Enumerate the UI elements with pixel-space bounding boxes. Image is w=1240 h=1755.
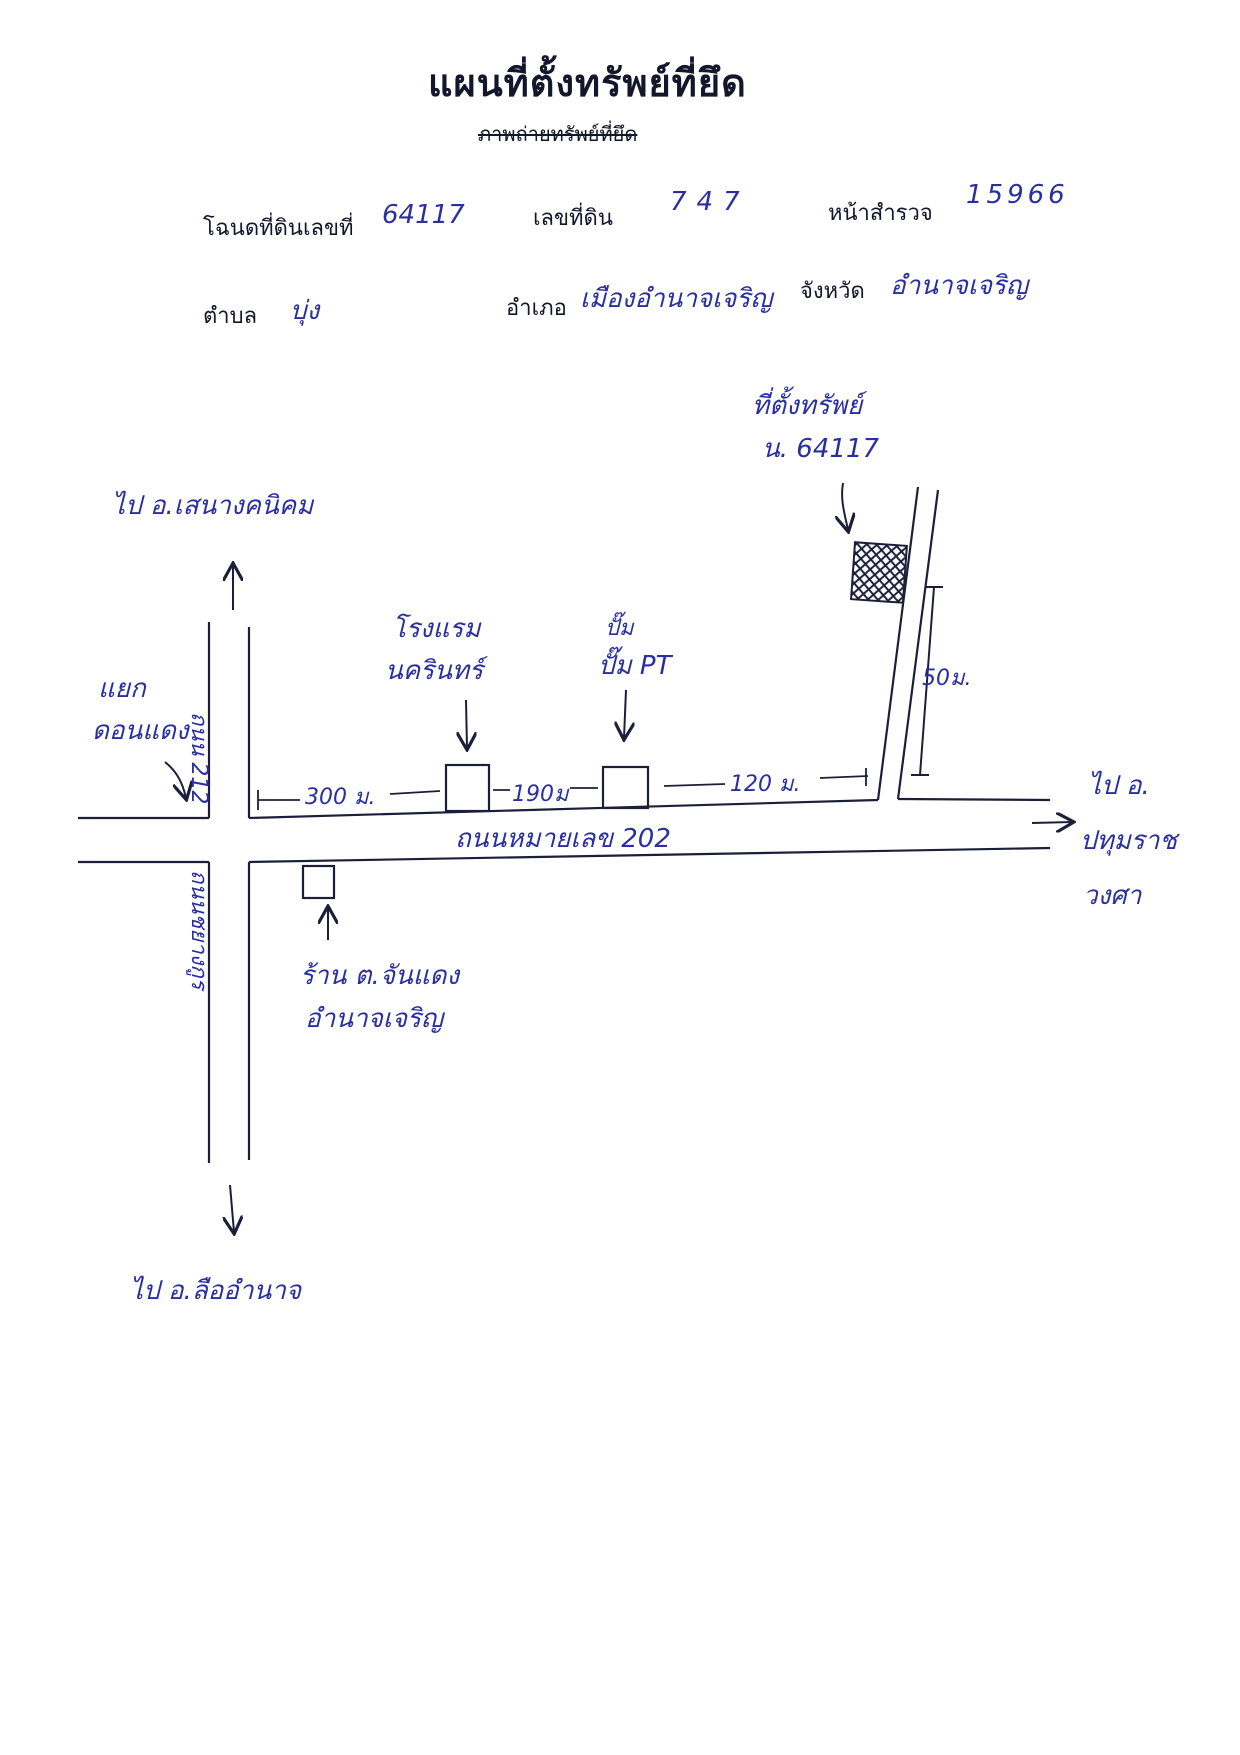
- page-title: แผนที่ตั้งทรัพย์ที่ยึด: [428, 61, 747, 105]
- hotel-marker: [444, 763, 491, 813]
- junction-label-line2: ดอนแดง: [92, 716, 189, 746]
- to-south-label: ไป อ.ลืออำนาจ: [130, 1276, 302, 1306]
- main-road-top-far-east: [897, 797, 1051, 802]
- tambon-label: ตำบล: [203, 304, 258, 329]
- amphoe-label: อำเภอ: [506, 296, 567, 321]
- dim-50m-line: [919, 586, 935, 776]
- distance-120m: 120 ม.: [730, 772, 801, 797]
- amphoe-value: เมืองอำนาจเจริญ: [580, 284, 773, 314]
- land-no-value: 747: [670, 187, 750, 217]
- junction-label-line1: แยก: [98, 674, 146, 704]
- to-east-label-line2: ปทุมราช: [1080, 826, 1177, 856]
- distance-190m: 190ม: [512, 782, 569, 807]
- distance-300m: 300 ม.: [305, 785, 376, 810]
- south-arrow: [230, 1184, 234, 1232]
- survey-label: หน้าสำรวจ: [828, 201, 933, 226]
- pump-label-line1: ปั๊ม: [605, 616, 634, 641]
- to-east-label-line3: วงศา: [1083, 881, 1142, 911]
- pump-arrow: [624, 689, 626, 738]
- province-value: อำนาจเจริญ: [890, 271, 1029, 301]
- distance-50m: 50ม.: [922, 666, 972, 691]
- hotel-arrow: [466, 699, 467, 748]
- east-arrow: [1031, 822, 1072, 823]
- shop-label-line2: อำนาจเจริญ: [305, 1004, 444, 1034]
- shop-label-line1: ร้าน ต.จันแดง: [300, 961, 460, 991]
- hotel-label-line2: นครินทร์: [385, 656, 484, 686]
- survey-value: 15966: [966, 180, 1069, 210]
- pump-marker: [601, 765, 650, 810]
- junction-arrow: [164, 761, 186, 798]
- dim-300-right: [389, 790, 441, 795]
- land-no-label: เลขที่ดิน: [533, 206, 613, 231]
- struck-subtitle: ภาพถ่ายทรัพย์ที่ยึด: [478, 122, 638, 146]
- deed-label: โฉนดที่ดินเลขที่: [203, 216, 354, 241]
- hotel-label-line1: โรงแรม: [392, 614, 481, 644]
- property-label-line1: ที่ตั้งทรัพย์: [752, 391, 863, 421]
- pump-label-line2: ปั๊ม PT: [598, 651, 672, 681]
- property-pointer-arrow: [842, 482, 848, 530]
- to-north-label: ไป อ.เสนางคนิคม: [112, 491, 314, 521]
- tambon-value: บุ่ง: [290, 296, 320, 326]
- dim-120-left: [663, 783, 726, 787]
- main-road-label: ถนนหมายเลข 202: [455, 824, 671, 854]
- province-label: จังหวัด: [800, 279, 865, 304]
- deed-value: 64117: [382, 200, 465, 230]
- shop-marker: [301, 864, 336, 900]
- dim-120-right: [819, 775, 869, 779]
- vertical-road-upper-label: ถนน 212: [186, 712, 211, 805]
- side-road-left-edge: [876, 486, 920, 801]
- vertical-road-lower-label: ถนนชยางกูร: [186, 870, 211, 990]
- side-road-right-edge: [896, 489, 940, 800]
- main-road-bottom-east: [248, 846, 1051, 864]
- to-east-label-line1: ไป อ.: [1088, 771, 1150, 801]
- main-road-top-east: [248, 798, 879, 820]
- property-label-line2: น. 64117: [762, 434, 880, 464]
- property-plot: [849, 541, 908, 604]
